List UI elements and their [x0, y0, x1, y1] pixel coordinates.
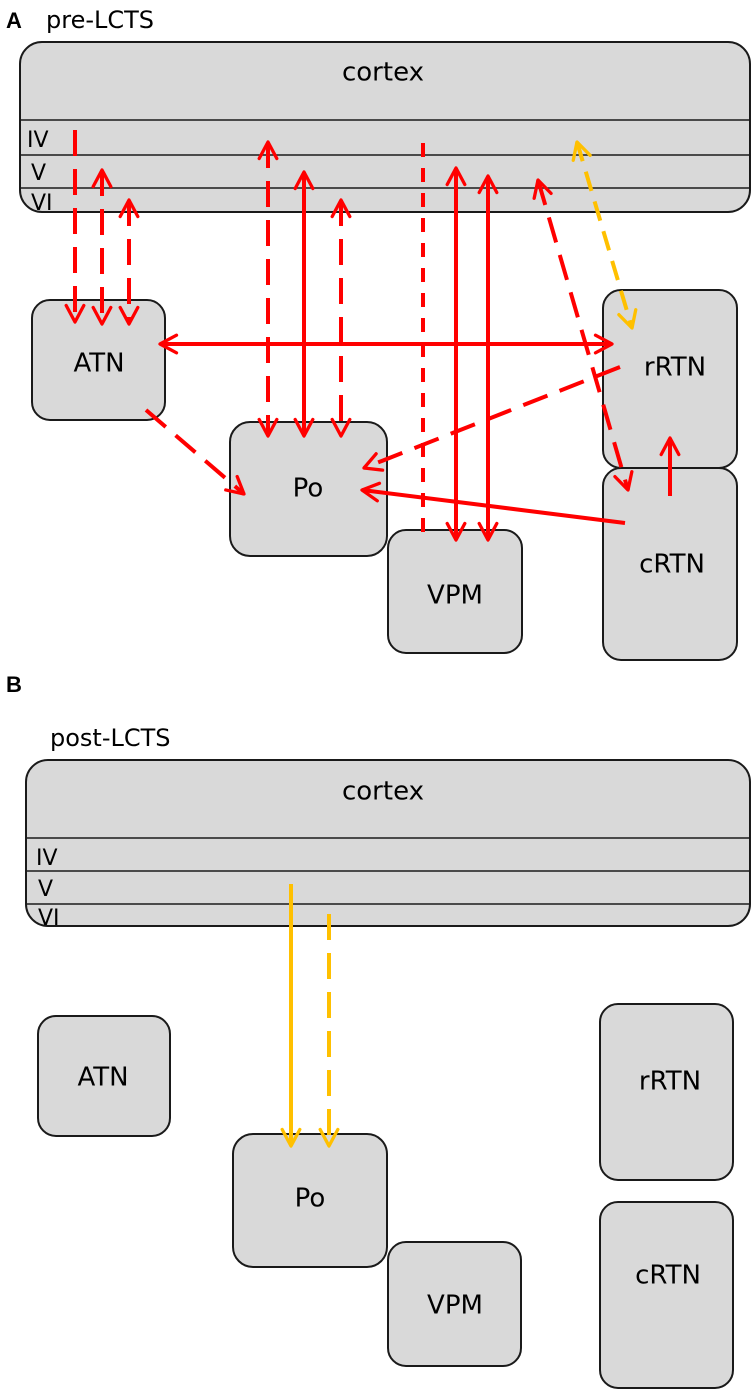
panel-a-cortex: cortex IV V VI: [19, 41, 751, 216]
arrow-layer-vi-crtn: [532, 178, 634, 492]
layer-v-label: V: [31, 161, 46, 186]
cortex-label: cortex: [342, 777, 424, 807]
panel-b-letter: B: [6, 672, 22, 697]
panel-a-rrtn: rRTN: [602, 289, 738, 469]
po-label: Po: [293, 474, 324, 504]
rrtn-label: rRTN: [644, 353, 706, 383]
arrow-layer-iv-rrtn: [571, 140, 638, 330]
crtn-label: cRTN: [635, 1261, 701, 1291]
panel-a-vpm: VPM: [387, 529, 523, 654]
panel-a-condition: pre-LCTS: [46, 6, 154, 34]
panel-b-po: Po: [232, 1133, 388, 1268]
layer-v-label: V: [38, 877, 53, 902]
arrow-rrtn-to-po: [362, 365, 621, 472]
cortex-label: cortex: [342, 58, 424, 88]
panel-b-crtn: cRTN: [599, 1201, 734, 1389]
panel-b-rrtn: rRTN: [599, 1003, 734, 1181]
rrtn-label: rRTN: [639, 1067, 701, 1097]
cortex-box: [25, 759, 751, 927]
vpm-label: VPM: [427, 581, 483, 611]
arrow-atn-to-po: [144, 408, 246, 496]
panel-b-cortex: cortex IV V VI: [25, 759, 751, 931]
atn-label: ATN: [73, 349, 124, 379]
panel-b-condition: post-LCTS: [50, 724, 171, 752]
panel-b-atn: ATN: [37, 1015, 171, 1137]
layer-vi-label: VI: [38, 906, 60, 931]
panel-a-po: Po: [229, 421, 388, 557]
panel-b: B post-LCTS cortex IV V VI ATN Po VPM rR…: [6, 672, 751, 1389]
layer-iv-label: IV: [27, 128, 49, 153]
po-label: Po: [295, 1184, 326, 1214]
panel-a: A pre-LCTS cortex IV V VI ATN Po VPM rRT…: [6, 6, 751, 661]
panel-a-connections: [64, 130, 681, 542]
vpm-label: VPM: [427, 1291, 483, 1321]
panel-a-atn: ATN: [31, 299, 166, 421]
arrow-crtn-to-po: [360, 481, 626, 525]
layer-vi-label: VI: [31, 191, 53, 216]
layer-iv-label: IV: [36, 846, 58, 871]
crtn-label: cRTN: [639, 550, 705, 580]
panel-b-vpm: VPM: [387, 1241, 522, 1367]
atn-label: ATN: [77, 1063, 128, 1093]
panel-b-connections: [280, 884, 340, 1148]
cortex-box: [19, 41, 751, 213]
panel-a-letter: A: [6, 8, 22, 33]
panel-a-crtn: cRTN: [602, 467, 738, 661]
